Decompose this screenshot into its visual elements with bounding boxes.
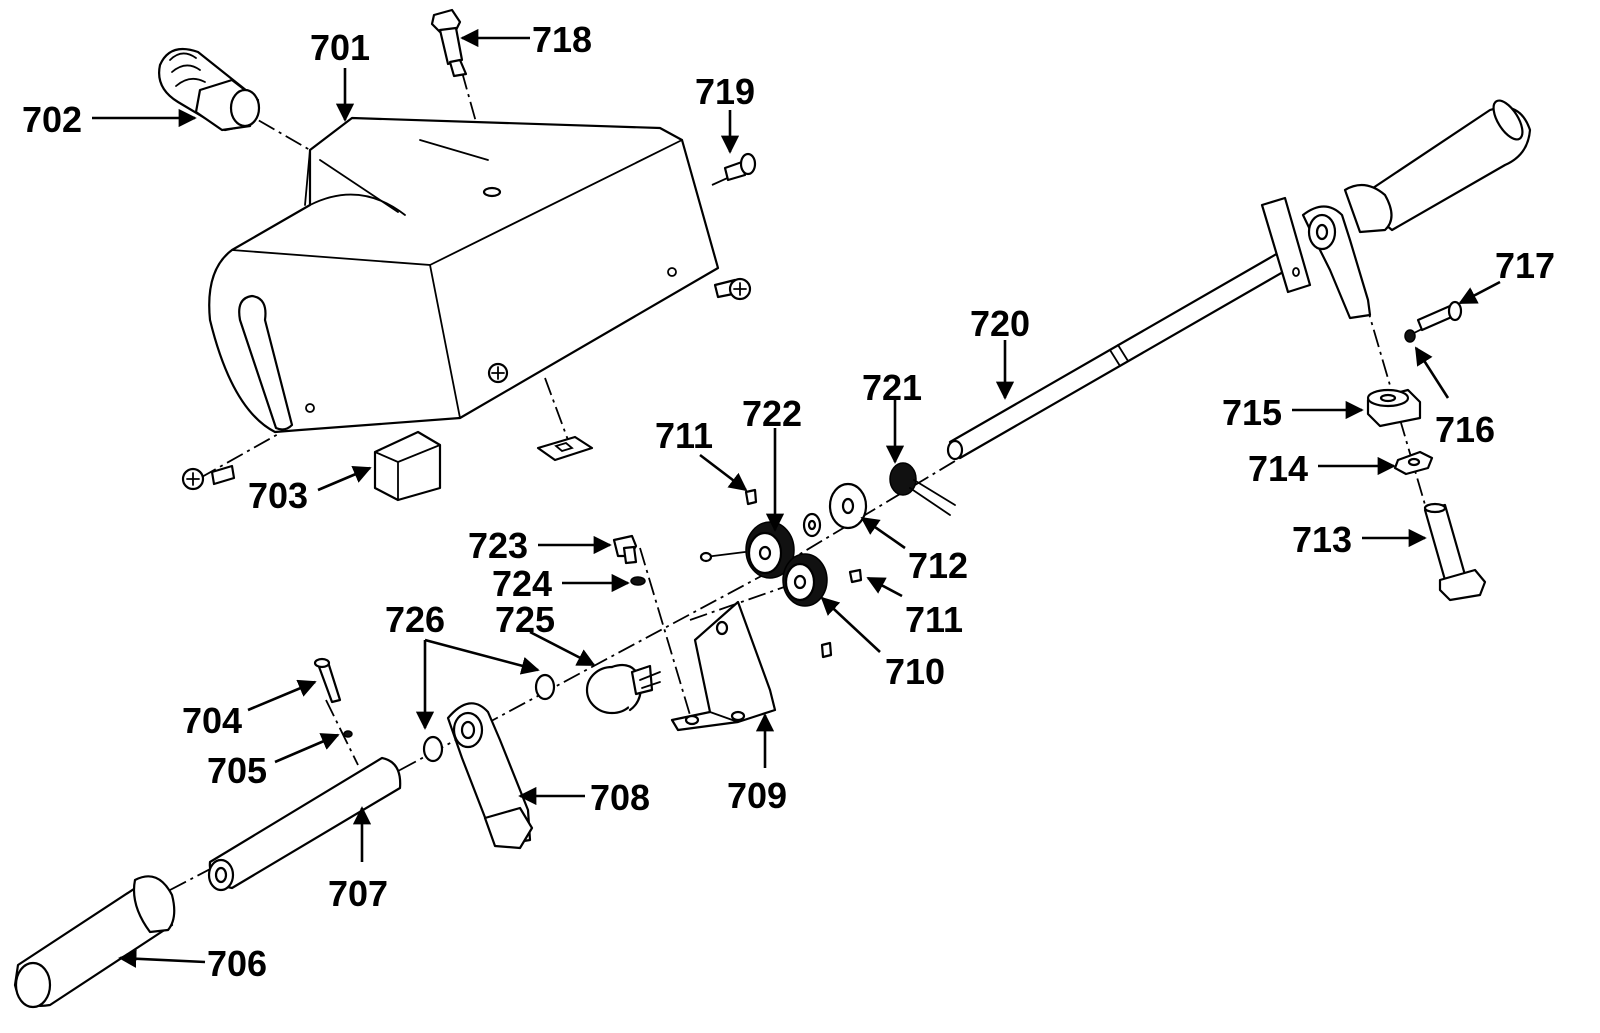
callout-717: 717: [1495, 245, 1555, 286]
callout-723: 723: [468, 525, 528, 566]
screw-723: [612, 534, 638, 565]
callout-711-lower: 711: [905, 599, 963, 640]
callout-714: 714: [1248, 448, 1308, 489]
left-grip-handle: [13, 875, 176, 1009]
washer-large: [828, 482, 868, 530]
callout-709: 709: [727, 775, 787, 816]
callout-726: 726: [385, 599, 445, 640]
upper-gear: [699, 488, 795, 579]
callout-711-upper: 711: [655, 415, 713, 456]
callout-721: 721: [862, 367, 922, 408]
callout-710: 710: [885, 651, 945, 692]
callout-722: 722: [742, 393, 802, 434]
callout-718: 718: [532, 19, 592, 60]
callout-719: 719: [695, 71, 755, 112]
switch-plunger: [430, 8, 468, 78]
callout-707: 707: [328, 873, 388, 914]
right-lever-arm: [1260, 196, 1372, 320]
callout-706: 706: [207, 943, 267, 984]
screw-717: [1416, 300, 1463, 332]
callout-725: 725: [495, 599, 555, 640]
callout-703: 703: [248, 475, 308, 516]
base-plate: [536, 435, 594, 462]
motor-cover-housing: [208, 116, 720, 434]
washer-small: [802, 512, 822, 538]
cover-screws: [181, 152, 757, 491]
washer-716: [1404, 329, 1416, 343]
torsion-spring: [889, 462, 956, 516]
callout-704: 704: [182, 700, 242, 741]
spacer-715: [1366, 388, 1422, 428]
callout-712: 712: [908, 545, 968, 586]
callout-715: 715: [1222, 392, 1282, 433]
callout-702: 702: [22, 99, 82, 140]
mounting-bracket: [670, 600, 777, 732]
retaining-rings: [422, 673, 556, 763]
pin-704: [313, 657, 342, 704]
washer-705: [343, 730, 353, 738]
leader-lines: [92, 28, 1501, 968]
handle-tube: [207, 756, 402, 892]
nut-714: [1393, 450, 1434, 476]
bolt-713: [1423, 502, 1487, 602]
right-grip-handle: [1343, 99, 1532, 234]
callout-720: 720: [970, 303, 1030, 344]
cube-block: [373, 430, 442, 502]
callout-716: 716: [1435, 409, 1495, 450]
callout-708: 708: [590, 777, 650, 818]
potentiometer: [585, 663, 661, 715]
lock-washer-724: [630, 576, 646, 586]
left-lever-arm: [446, 702, 534, 850]
strain-relief-fitting: [158, 47, 261, 132]
callout-labels: 701 702 703 704 705 706 707 708 709 710 …: [22, 19, 1555, 984]
callout-713: 713: [1292, 519, 1352, 560]
callout-705: 705: [207, 750, 267, 791]
lower-gear: [782, 553, 863, 659]
callout-701: 701: [310, 27, 370, 68]
callout-724: 724: [492, 563, 552, 604]
